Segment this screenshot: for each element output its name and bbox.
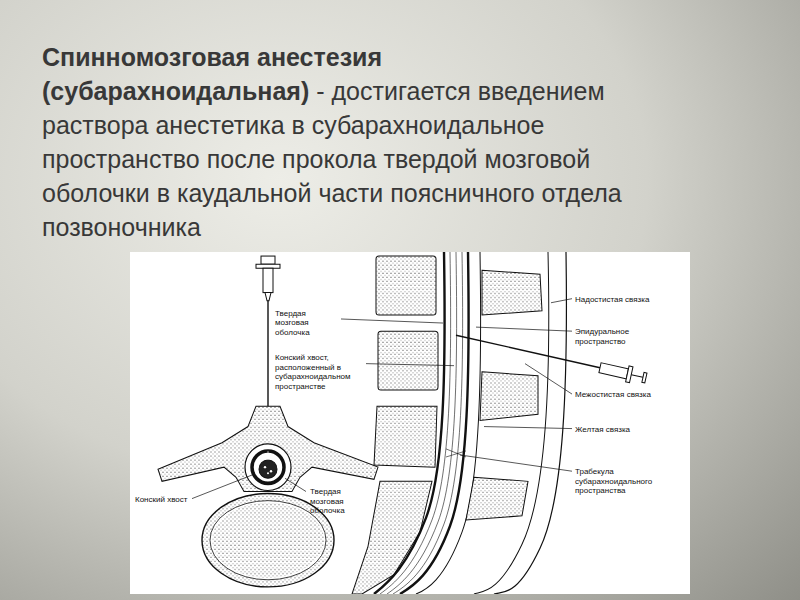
part-label: Твердая мозговая оболочка [310, 487, 368, 516]
part-label: Конский хвост [135, 495, 195, 505]
part-label: Межостистая связка [575, 390, 665, 400]
part-label: Трабекула субарахноидального пространств… [575, 467, 680, 496]
part-label: Твердая мозговая оболочка [275, 309, 339, 338]
part-label: Желтая связка [575, 425, 680, 435]
slide-text: Спинномозговая анестезия (субарахноидаль… [42, 40, 652, 244]
part-label: Конский хвост, расположенный в субарахно… [275, 353, 364, 391]
part-label: Надостистая связка [575, 295, 680, 305]
illustration-panel: Твердая мозговая оболочкаКонский хвост, … [130, 252, 690, 594]
part-label: Эпидуральное пространство [575, 327, 665, 346]
